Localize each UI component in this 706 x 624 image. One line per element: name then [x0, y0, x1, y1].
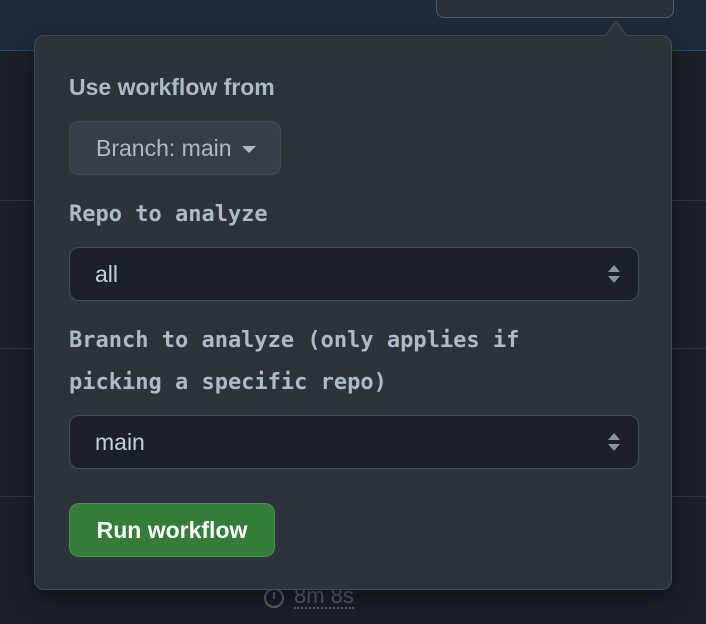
use-workflow-label: Use workflow from: [69, 74, 275, 100]
repo-select[interactable]: all: [69, 247, 639, 301]
popover-caret-fill: [605, 22, 627, 37]
branch-select-value: main: [95, 428, 145, 455]
branch-label-line2: picking a specific repo): [69, 370, 387, 395]
select-arrows-icon: [608, 433, 620, 451]
duration-text: 8m 8s: [294, 583, 354, 609]
branch-button-label: Branch: main: [96, 134, 232, 161]
run-workflow-trigger-button[interactable]: [436, 0, 674, 18]
select-arrows-icon: [608, 265, 620, 283]
run-button-label: Run workflow: [96, 516, 248, 543]
branch-label-line1: Branch to analyze (only applies if: [69, 328, 520, 353]
run-workflow-popover: Use workflow from Branch: main Repo to a…: [34, 35, 672, 590]
repo-select-value: all: [95, 260, 119, 287]
caret-down-icon: [241, 145, 256, 153]
branch-select[interactable]: main: [69, 415, 639, 469]
branch-select-button[interactable]: Branch: main: [69, 121, 281, 175]
run-workflow-button[interactable]: Run workflow: [69, 503, 275, 557]
repo-label: Repo to analyze: [69, 202, 268, 227]
